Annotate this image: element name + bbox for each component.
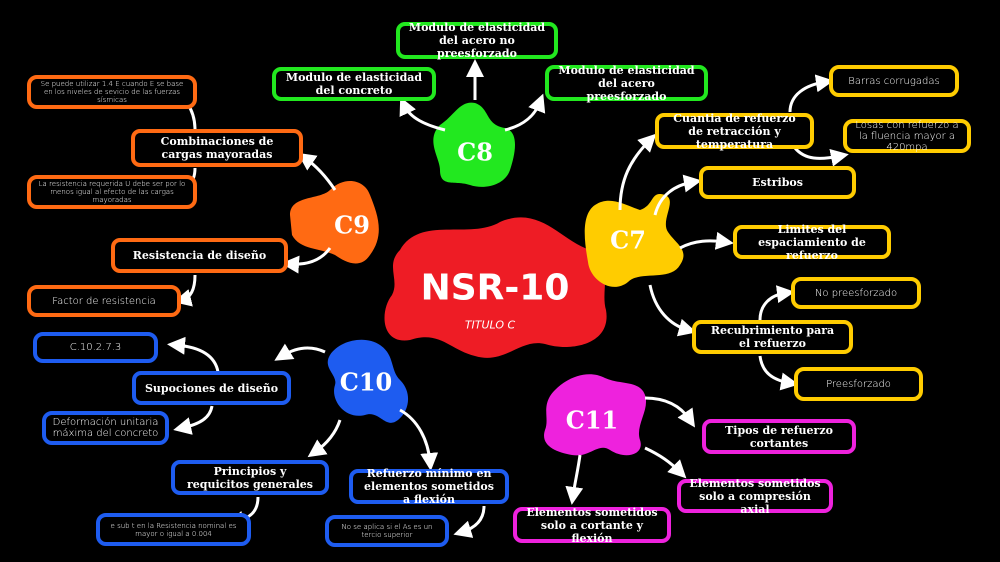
- leaf-losas[interactable]: Losas con refuerzo a la fluencia mayor a…: [843, 119, 971, 153]
- arrow-c11-to-tipos: [644, 396, 695, 428]
- node-limites-espaciamiento[interactable]: Limites del espaciamiento de refuerzo: [733, 223, 891, 262]
- leaf-e-sub-t[interactable]: e sub t en la Resistencia nominal es may…: [96, 513, 251, 546]
- leaf-sismicas[interactable]: Se puede utilizar 1.4 E cuando E se base…: [27, 75, 197, 109]
- c9-blob: [290, 180, 379, 264]
- leaf-c10-2-7-3[interactable]: C.10.2.7.3: [33, 332, 158, 363]
- arrow-refuerzo-down: [453, 505, 486, 538]
- c7-label: C7: [610, 225, 646, 255]
- node-modulo-acero-no-preesforzado[interactable]: Modulo de elasticidad del acero no prees…: [396, 21, 558, 60]
- arrow-c7-to-limites: [679, 231, 734, 250]
- arrow-c7-to-estribos: [653, 174, 702, 216]
- node-cortante-flexion[interactable]: Elementos sometidos solo a cortante y fl…: [513, 506, 671, 545]
- c7-blob: [584, 193, 684, 287]
- c10-label: C10: [339, 367, 393, 397]
- leaf-resistencia-requerida[interactable]: La resistencia requerida U debe ser por …: [27, 175, 197, 209]
- node-principios[interactable]: Principios y requicitos generales: [171, 460, 329, 495]
- arrow-supociones-up: [167, 336, 220, 373]
- arrow-c7-to-cuantia: [618, 133, 657, 211]
- arrow-supociones-down: [173, 405, 214, 435]
- arrow-c10-to-supociones: [274, 343, 326, 361]
- node-tipos-refuerzo[interactable]: Tipos de refuerzo cortantes: [702, 419, 856, 454]
- arrow-c10-to-refuerzo: [399, 408, 439, 471]
- c9-label: C9: [334, 210, 370, 240]
- leaf-barras-corrugadas[interactable]: Barras corrugadas: [829, 65, 959, 97]
- arrow-c9-to-resistencia: [281, 247, 332, 274]
- arrow-c9-to-combinaciones: [297, 152, 337, 191]
- leaf-factor-resistencia[interactable]: Factor de resistencia: [27, 285, 181, 317]
- c8-blob: [433, 102, 515, 187]
- arrow-c7-to-recubrimiento: [648, 284, 697, 337]
- arrow-c11-to-cortante: [565, 454, 584, 505]
- arrow-cuantia-down: [793, 146, 849, 167]
- arrow-recubrimiento-down: [758, 355, 799, 391]
- c11-blob: [544, 374, 647, 456]
- node-combinaciones[interactable]: Combinaciones de cargas mayoradas: [131, 129, 303, 167]
- c10-blob: [327, 339, 409, 423]
- arrow-c8-to-preesforzado: [504, 93, 546, 132]
- node-cuantia[interactable]: Cuantia de refuerzo de retracción y temp…: [655, 112, 814, 151]
- arrow-c11-to-compresion: [644, 446, 687, 479]
- arrow-c8-to-concreto: [399, 96, 446, 132]
- c8-label: C8: [457, 137, 493, 167]
- arrow-c10-to-principios: [307, 419, 342, 458]
- leaf-preesforzado[interactable]: Preesforzado: [794, 367, 923, 401]
- center-blob: [384, 217, 607, 358]
- leaf-no-preesforzado[interactable]: No preesforzado: [791, 277, 921, 309]
- node-modulo-acero-preesforzado[interactable]: Modulo de elasticidad del acero preesfor…: [545, 64, 708, 103]
- node-compresion-axial[interactable]: Elementos sometidos solo a compresión ax…: [677, 477, 833, 516]
- arrow-cuantia-up: [788, 74, 834, 113]
- center-title: NSR-10: [420, 267, 570, 309]
- leaf-no-se-aplica[interactable]: No se aplica si el As es un tercio super…: [325, 515, 449, 547]
- c11-label: C11: [565, 405, 619, 435]
- node-estribos[interactable]: Estribos: [699, 166, 856, 199]
- arrow-resistencia-down: [173, 274, 197, 307]
- node-supociones[interactable]: Supociones de diseño: [132, 371, 291, 405]
- center-subtitle: TITULO C: [464, 318, 516, 332]
- leaf-deformacion[interactable]: Deformación unitaria máxima del concreto: [42, 411, 169, 445]
- node-resistencia-diseno[interactable]: Resistencia de diseño: [111, 238, 288, 273]
- node-recubrimiento[interactable]: Recubrimiento para el refuerzo: [692, 320, 853, 354]
- node-modulo-concreto[interactable]: Modulo de elasticidad del concreto: [272, 67, 436, 101]
- node-refuerzo-minimo[interactable]: Refuerzo mínimo en elementos sometidos a…: [349, 467, 509, 506]
- arrow-recubrimiento-up: [758, 285, 795, 321]
